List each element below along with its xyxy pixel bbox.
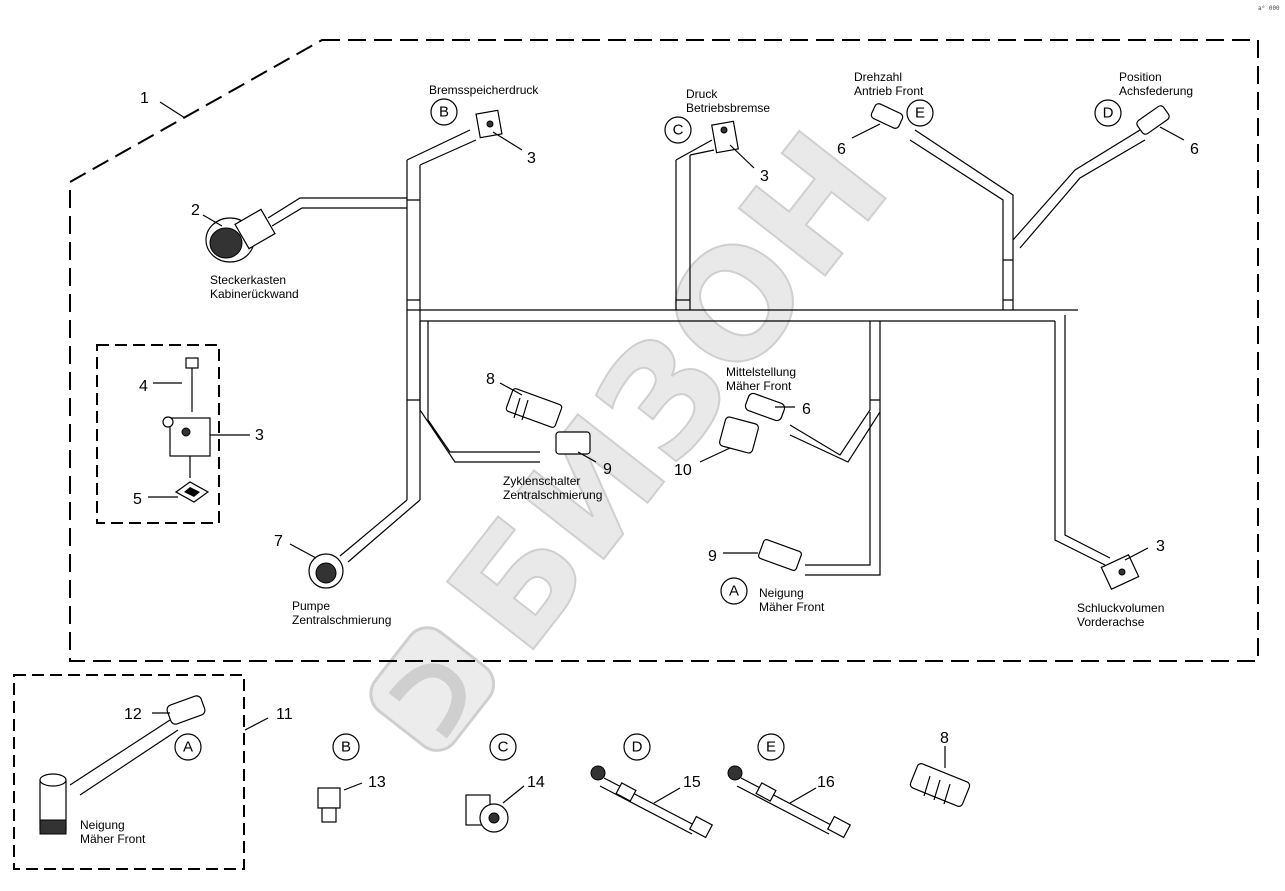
label-steckerkasten-1: Steckerkasten xyxy=(210,273,286,287)
letter-c-bottom: C xyxy=(498,739,509,756)
harness-wires xyxy=(267,129,1146,576)
label-mittelstellung-2: Mäher Front xyxy=(726,379,792,393)
tilt-sensor-11 xyxy=(39,695,206,835)
callout-3-schluck: 3 xyxy=(1156,538,1165,555)
label-drehzahl-1: Drehzahl xyxy=(854,70,902,84)
tilt-sensor-box xyxy=(13,674,245,870)
label-schluckvolumen-2: Vorderachse xyxy=(1077,615,1145,629)
sensor-14 xyxy=(465,794,509,833)
circled-letters: B C E D A A B C D E xyxy=(174,98,1122,761)
label-neigung-1: Neigung xyxy=(759,586,804,600)
callout-6-e: 6 xyxy=(837,141,846,158)
label-schluckvolumen-1: Schluckvolumen xyxy=(1077,601,1164,615)
part-callouts: 2 3 3 6 6 4 3 5 7 8 9 10 6 9 3 11 12 13 … xyxy=(124,141,1199,791)
callout-10: 10 xyxy=(674,462,692,479)
callout-9-mid: 9 xyxy=(603,461,612,478)
gasket-5 xyxy=(174,481,210,503)
callout-14: 14 xyxy=(527,774,545,791)
label-zyklenschalter-2: Zentralschmierung xyxy=(503,488,602,502)
sensor-3-box xyxy=(162,416,211,478)
letter-b-top: B xyxy=(439,104,449,121)
letter-e-top: E xyxy=(915,105,925,122)
callout-8-mid: 8 xyxy=(486,371,495,388)
callout-9-lower: 9 xyxy=(708,548,717,565)
label-druck-2: Betriebsbremse xyxy=(686,101,770,115)
callout-3-c: 3 xyxy=(760,168,769,185)
label-mittelstellung-1: Mittelstellung xyxy=(726,365,796,379)
label-neigung-bottom-2: Mäher Front xyxy=(80,832,146,846)
label-pumpe-2: Zentralschmierung xyxy=(292,613,391,627)
label-zyklenschalter-1: Zyklenschalter xyxy=(503,474,580,488)
callout-5: 5 xyxy=(133,491,142,508)
leader-lines xyxy=(148,123,1185,804)
callout-16: 16 xyxy=(817,774,835,791)
pump-connector-7 xyxy=(308,553,344,589)
letter-a-mid: A xyxy=(729,583,739,600)
watermark-text: БИЗОН xyxy=(416,102,922,682)
label-position-1: Position xyxy=(1119,70,1162,84)
sensor-3-b xyxy=(475,109,503,139)
label-position-2: Achsfederung xyxy=(1119,84,1193,98)
watermark: БИЗОН xyxy=(369,101,923,752)
leader-1 xyxy=(159,101,186,119)
connector-2-round xyxy=(205,208,276,263)
label-bremsspeicherdruck: Bremsspeicherdruck xyxy=(429,83,539,97)
label-neigung-2: Mäher Front xyxy=(759,600,825,614)
callout-15: 15 xyxy=(683,774,701,791)
letter-b-bottom: B xyxy=(341,739,351,756)
callout-6-d: 6 xyxy=(1190,141,1199,158)
letter-e-bottom: E xyxy=(766,739,776,756)
callout-11: 11 xyxy=(276,706,293,723)
connector-6-mid xyxy=(744,392,786,422)
harness-boundary xyxy=(69,39,1259,662)
label-druck-1: Druck xyxy=(686,87,718,101)
connector-8-bottom xyxy=(909,763,971,807)
connector-9-mid xyxy=(555,431,591,455)
callout-2: 2 xyxy=(191,202,200,219)
watermark-logo xyxy=(369,626,496,752)
callout-8-bottom: 8 xyxy=(940,730,949,747)
connector-6-d xyxy=(1136,105,1170,135)
callout-3-box: 3 xyxy=(255,427,264,444)
label-neigung-bottom-1: Neigung xyxy=(80,818,125,832)
connector-6-e xyxy=(870,103,904,129)
sensor-16 xyxy=(727,765,852,839)
connector-8-mid xyxy=(505,388,563,428)
callout-7: 7 xyxy=(274,533,283,550)
callout-6-mid: 6 xyxy=(802,401,811,418)
bolt-sensor-box xyxy=(96,344,220,524)
sensor-15 xyxy=(590,765,714,839)
connector-9-lower xyxy=(758,539,802,571)
letter-d-bottom: D xyxy=(632,739,643,756)
letter-a-bottom: A xyxy=(183,739,193,756)
label-pumpe-1: Pumpe xyxy=(292,599,330,613)
connector-10 xyxy=(718,416,760,454)
callout-13: 13 xyxy=(368,774,386,791)
bolt-4 xyxy=(185,357,199,412)
callout-12: 12 xyxy=(124,706,142,723)
component-labels: Bremsspeicherdruck Druck Betriebsbremse … xyxy=(80,70,1193,846)
label-steckerkasten-2: Kabinerückwand xyxy=(210,287,299,301)
sensor-3-c xyxy=(711,120,739,154)
sensor-13 xyxy=(317,787,341,823)
letter-c-top: C xyxy=(673,122,684,139)
letter-d-top: D xyxy=(1103,105,1114,122)
label-drehzahl-2: Antrieb Front xyxy=(854,84,924,98)
sensor-3-schluck xyxy=(1100,553,1140,591)
callout-1: 1 xyxy=(140,90,149,107)
callout-3-b: 3 xyxy=(527,150,536,167)
callout-4: 4 xyxy=(139,378,148,395)
corner-code: a⁰ 000 xyxy=(1258,5,1280,12)
